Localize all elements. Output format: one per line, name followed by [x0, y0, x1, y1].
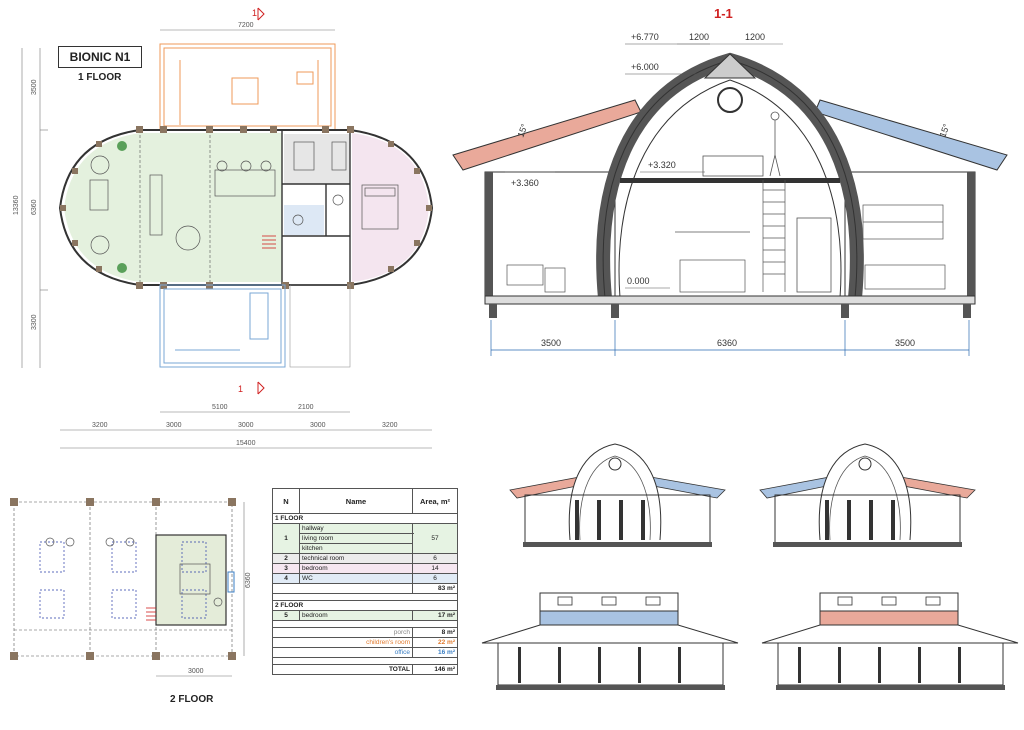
dim-bottom-3200-a: 3200 — [92, 422, 108, 429]
extra-office-area: 16 m² — [412, 647, 458, 658]
floor1-left-dimensions — [21, 48, 48, 368]
floor2-label: 2 FLOOR — [170, 694, 214, 705]
row3-area: 14 — [412, 563, 458, 574]
extra-children-name: children's room — [272, 637, 413, 648]
top-dim-1200-right: 1200 — [745, 32, 765, 42]
cut-marker-bottom: 1 — [238, 384, 243, 394]
floor1-section-label: 1 FLOOR — [272, 513, 458, 524]
level-6770: +6.770 — [631, 32, 659, 42]
dim-bottom-2100: 2100 — [298, 404, 314, 411]
floor2-section-label: 2 FLOOR — [272, 600, 458, 611]
elevation-front-left — [509, 443, 726, 547]
row5-area: 17 m² — [412, 610, 458, 621]
roof-angle-right: 15° — [937, 122, 951, 139]
level-3360: +3.360 — [511, 178, 539, 188]
project-title: BIONIC N1 — [58, 46, 142, 68]
extra-children-area: 22 m² — [412, 637, 458, 648]
row2-name: technical room — [299, 553, 413, 564]
floor2-dim-side: 6360 — [245, 572, 252, 588]
col-name-header: Name — [299, 488, 413, 514]
row3-name: bedroom — [299, 563, 413, 574]
top-dim-1200-left: 1200 — [689, 32, 709, 42]
level-6000: +6.000 — [631, 62, 659, 72]
row4-n: 4 — [272, 573, 300, 584]
row1-name-hallway: hallway — [299, 523, 413, 534]
col-area-header: Area, m² — [412, 488, 458, 514]
extra-porch-name: porch — [272, 627, 413, 638]
floor1-plan: 3500 6360 3300 13360 7200 1 — [13, 7, 434, 449]
bedroom-fill — [352, 133, 429, 282]
office-area — [159, 43, 336, 131]
living-room-fill — [64, 133, 282, 282]
row2-area: 6 — [412, 553, 458, 564]
childrens-room-area — [159, 284, 286, 368]
extra-porch-area: 8 m² — [412, 627, 458, 638]
total-label: TOTAL — [272, 664, 413, 675]
row1-n: 1 — [272, 523, 300, 554]
row2-n: 2 — [272, 553, 300, 564]
elevation-side-left — [481, 592, 739, 690]
cut-marker-top: 1 — [252, 8, 257, 18]
floor2-dim-bottom: 3000 — [188, 668, 204, 675]
floor2-plan: 6360 3000 — [10, 498, 252, 677]
extra-office-name: office — [272, 647, 413, 658]
row1-name-living: living room — [299, 533, 413, 544]
dim-bottom-3000-a: 3000 — [166, 422, 182, 429]
dim-left-3500: 3500 — [31, 79, 38, 95]
roof-angle-left: 15° — [515, 122, 529, 139]
dim-bottom-3000-c: 3000 — [310, 422, 326, 429]
dim-total-15400: 15400 — [236, 440, 256, 447]
dim-left-6360: 6360 — [31, 199, 38, 215]
level-0000: 0.000 — [627, 276, 650, 286]
dim-left-3300: 3300 — [31, 314, 38, 330]
dim-bottom-5100: 5100 — [212, 404, 228, 411]
dim-bottom-3000-b: 3000 — [238, 422, 254, 429]
row5-n: 5 — [272, 610, 300, 621]
floor2-bedroom-fill — [155, 534, 227, 626]
bottom-dim-6360: 6360 — [717, 338, 737, 348]
floor1-label: 1 FLOOR — [78, 72, 122, 83]
bottom-dim-3500-left: 3500 — [541, 338, 561, 348]
row4-name: WC — [299, 573, 413, 584]
bottom-dim-3500-right: 3500 — [895, 338, 915, 348]
elevation-front-right — [759, 443, 976, 547]
floor1-total: 83 m² — [412, 583, 458, 594]
row3-n: 3 — [272, 563, 300, 574]
area-table: N Name Area, m² 1 FLOOR 1 hallway 57 liv… — [272, 488, 458, 675]
wc-fill — [284, 205, 324, 235]
row1-name-kitchen: kitchen — [299, 543, 413, 554]
total-value: 146 m² — [412, 664, 458, 675]
row4-area: 6 — [412, 573, 458, 584]
section-1-1: +6.770 +6.000 +3.320 +3.360 0.000 1200 1… — [452, 32, 1008, 356]
row5-name: bedroom — [299, 610, 413, 621]
level-3320: +3.320 — [648, 160, 676, 170]
dim-left-13360: 13360 — [13, 195, 20, 215]
dim-top-7200: 7200 — [238, 22, 254, 29]
dim-bottom-3200-b: 3200 — [382, 422, 398, 429]
section-title: 1-1 — [714, 6, 733, 21]
row1-area: 57 — [412, 523, 458, 554]
elevation-side-right — [761, 592, 1019, 690]
col-n-header: N — [272, 488, 300, 514]
